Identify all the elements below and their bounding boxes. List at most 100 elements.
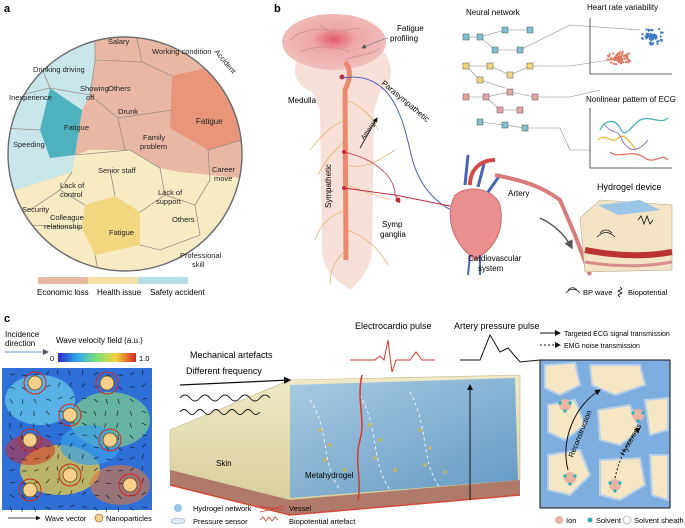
parasympathetic-pathway xyxy=(341,76,456,213)
label-medulla: Medulla xyxy=(288,96,317,105)
label-lack-control-1: Lack of xyxy=(60,181,85,190)
label-career-2: move xyxy=(214,174,232,183)
label-colleague-1: Colleague xyxy=(50,213,84,222)
label-fatigue-economic: Fatigue xyxy=(196,117,223,126)
nanoparticle-legend-icon xyxy=(94,513,104,523)
label-drinking-driving: Drinking driving xyxy=(33,65,85,74)
label-cardio-2: system xyxy=(478,264,504,273)
label-fatigue-profiling-1: Fatigue xyxy=(397,24,424,33)
label-professional-2: skill xyxy=(192,260,205,269)
nanoparticle xyxy=(27,375,43,391)
voronoi-outline xyxy=(7,36,243,272)
label-incidence-2: direction xyxy=(5,339,35,348)
label-fatigue-health: Fatigue xyxy=(109,228,134,237)
label-family-2: problem xyxy=(140,142,167,151)
label-symp-2: ganglia xyxy=(380,230,406,239)
label-vessel: Vessel xyxy=(289,504,311,513)
nerve-branches xyxy=(309,99,396,286)
label-senior-staff: Senior staff xyxy=(98,166,137,175)
label-different-frequency: Different frequency xyxy=(186,366,262,376)
label-electrocardio-pulse: Electrocardio pulse xyxy=(355,321,432,331)
label-showing-1: Showing xyxy=(80,84,109,93)
symp-ganglia-node xyxy=(395,197,401,203)
label-sympathetic: Sympathetic xyxy=(324,164,333,208)
label-fatigue-profiling-2: profiling xyxy=(390,34,418,43)
vessel-icon xyxy=(259,505,285,513)
nanoparticle xyxy=(62,467,78,483)
pressure-sensor-icon xyxy=(170,517,186,525)
label-solvent: Solvent xyxy=(596,516,622,525)
label-nanoparticles: Nanoparticles xyxy=(106,514,152,523)
label-targeted-ecg: Targeted ECG signal transmission xyxy=(564,331,670,338)
label-speeding: Speeding xyxy=(13,140,45,149)
voronoi-diagram xyxy=(8,37,242,271)
fatigue-arrow xyxy=(361,37,389,49)
label-lack-support-2: support xyxy=(156,197,182,206)
legend-swatch-economic xyxy=(38,277,88,284)
label-parasympathetic: Parasympathetic xyxy=(380,79,431,124)
nanoparticle xyxy=(122,477,138,493)
ion-icon xyxy=(555,516,563,524)
nanoparticle xyxy=(62,407,78,423)
panel-a-legend: Economic loss Health issue Safety accide… xyxy=(37,277,205,297)
label-lack-support-1: Lack of xyxy=(158,188,183,197)
legend-swatch-safety xyxy=(138,277,188,284)
wave-2 xyxy=(179,409,261,415)
panel-b-label: b xyxy=(274,3,281,15)
label-family-1: Family xyxy=(143,133,165,142)
label-metahydrogel: Metahydrogel xyxy=(305,471,354,480)
colorbar xyxy=(58,353,136,362)
solvent-icon xyxy=(587,517,593,523)
label-cardio-1: Cardiovascular xyxy=(468,254,522,263)
label-others-top: Others xyxy=(108,84,131,93)
artery-vessel xyxy=(494,173,592,276)
panel-c-legend: Hydrogel network Vessel Pressure sensor … xyxy=(170,504,356,526)
label-professional-1: Professional xyxy=(180,251,222,260)
label-artery: Artery xyxy=(508,189,529,198)
electrocardio-waveform xyxy=(350,339,435,373)
nanoparticle xyxy=(102,432,118,448)
label-solvent-sheath: Solvent sheath xyxy=(634,516,684,525)
device-arrow xyxy=(539,217,573,250)
human-body-illustration xyxy=(282,14,396,290)
label-artery-pulse: Artery pressure pulse xyxy=(454,321,540,331)
scale-max: 1.0 xyxy=(139,354,149,363)
label-biopotential-artefact: Biopotential artefact xyxy=(289,517,356,526)
solvent-sheath-icon xyxy=(622,515,632,525)
label-others-bottom: Others xyxy=(172,215,195,224)
hydrogel-network-zoom xyxy=(539,359,671,509)
heart-illustration xyxy=(449,154,502,276)
label-showing-2: off xyxy=(86,93,95,102)
label-mechanical-artefacts: Mechanical artefacts xyxy=(190,350,273,360)
label-salary: Salary xyxy=(108,37,130,46)
ecg-pattern-plot xyxy=(589,108,672,169)
label-accident: Accident xyxy=(212,48,238,77)
label-drunk: Drunk xyxy=(118,107,138,116)
label-working-condition: Working condition xyxy=(152,47,211,56)
legend-economic-loss: Economic loss xyxy=(37,288,89,297)
bp-wave-icon xyxy=(565,287,581,294)
label-lack-control-2: control xyxy=(60,190,83,199)
legend-safety-accident: Safety accident xyxy=(150,288,205,297)
skin-metahydrogel-block xyxy=(169,374,521,516)
nanoparticle xyxy=(22,482,38,498)
label-emg-noise: EMG noise transmission xyxy=(564,343,640,350)
amergic-arrow xyxy=(359,117,378,149)
label-hrv: Heart rate variability xyxy=(587,3,658,12)
label-hydrogel-network: Hydrogel network xyxy=(193,504,252,513)
neural-network-diagram xyxy=(462,24,641,151)
label-incidence-1: Incidence xyxy=(5,330,40,339)
label-bp-wave: BP wave xyxy=(583,288,612,297)
label-pressure-sensor: Pressure sensor xyxy=(193,517,248,526)
nanoparticle xyxy=(99,375,115,391)
label-neural-network: Neural network xyxy=(466,8,521,17)
label-wave-vector: Wave vector xyxy=(45,514,87,523)
hydrogel-network-icon xyxy=(174,504,182,512)
hydrogel-device-illustration xyxy=(579,199,673,273)
label-security: Security xyxy=(22,205,49,214)
label-symp-1: Symp xyxy=(382,220,403,229)
legend-health-issue: Health issue xyxy=(97,288,142,297)
scale-min: 0 xyxy=(50,354,54,363)
artery-pressure-waveform xyxy=(460,333,541,363)
